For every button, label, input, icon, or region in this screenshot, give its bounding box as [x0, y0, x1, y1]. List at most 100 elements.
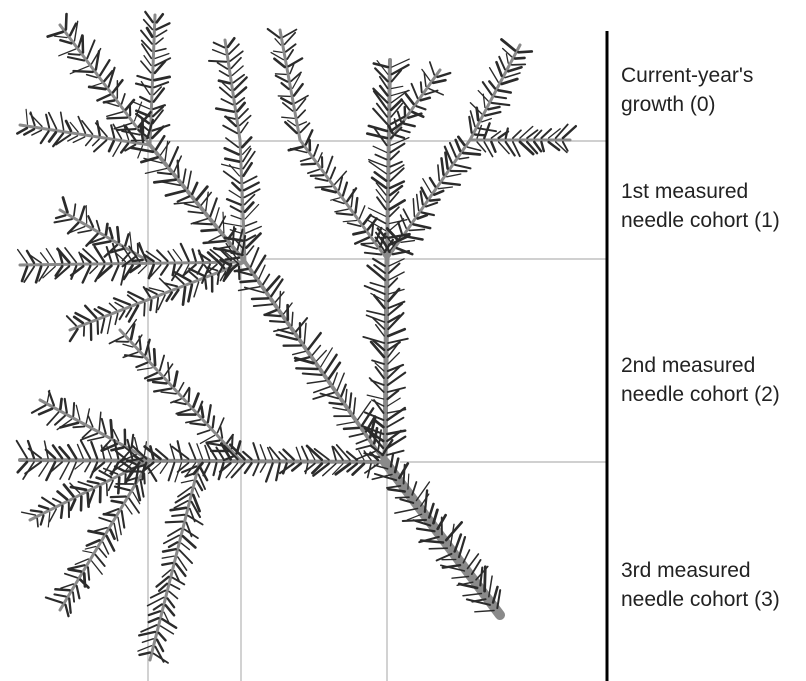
needle	[86, 206, 87, 224]
needle	[216, 448, 223, 460]
needle	[334, 200, 345, 203]
needle	[174, 402, 186, 405]
needle	[515, 58, 524, 59]
needle	[65, 574, 77, 578]
needle	[194, 394, 199, 407]
needle	[361, 243, 373, 244]
needle	[497, 62, 502, 75]
needle	[190, 423, 205, 425]
needle	[93, 139, 100, 145]
needle	[231, 215, 241, 219]
needle	[434, 510, 438, 523]
needle	[91, 83, 101, 86]
needle	[73, 403, 74, 416]
needle	[265, 310, 276, 315]
needle	[74, 204, 76, 216]
needle	[131, 148, 153, 152]
branch-stem	[470, 45, 520, 140]
needle	[226, 138, 238, 147]
needle	[459, 158, 468, 160]
needle	[231, 206, 241, 212]
needle	[66, 605, 69, 616]
needle	[41, 253, 49, 263]
needle	[193, 249, 196, 260]
needle	[373, 109, 387, 124]
needle	[493, 587, 497, 603]
needle	[26, 109, 27, 124]
needle	[149, 611, 160, 615]
needle	[156, 136, 164, 149]
needle	[207, 441, 220, 443]
needle	[322, 189, 335, 192]
needle	[430, 62, 434, 75]
needle	[360, 206, 365, 218]
needle	[61, 112, 64, 129]
needle	[103, 542, 109, 554]
needle	[175, 463, 181, 482]
needle	[463, 550, 469, 563]
needle	[88, 481, 99, 483]
needle	[425, 490, 427, 511]
needle	[372, 360, 384, 364]
needle	[502, 79, 518, 84]
needle	[275, 39, 281, 45]
needle	[259, 265, 265, 278]
needle	[39, 409, 52, 415]
needle	[166, 191, 185, 196]
needle	[68, 445, 76, 458]
needle	[365, 253, 381, 255]
needle	[403, 520, 426, 521]
needle	[302, 164, 316, 165]
needle	[32, 130, 42, 135]
needle	[197, 187, 208, 200]
needle	[299, 122, 306, 125]
needle	[186, 420, 200, 423]
needle	[104, 514, 115, 515]
needle	[374, 64, 388, 68]
needle	[181, 244, 189, 261]
needle	[157, 14, 163, 22]
needle	[246, 227, 261, 234]
needle	[111, 125, 114, 137]
needle	[219, 216, 225, 227]
needle	[163, 549, 176, 551]
needle	[490, 68, 499, 82]
needle	[396, 135, 404, 138]
needle	[181, 480, 193, 483]
needle	[144, 303, 145, 316]
needle	[330, 403, 343, 404]
needle	[162, 556, 174, 558]
needle	[468, 147, 481, 150]
needle	[66, 14, 67, 30]
needle	[251, 248, 259, 267]
needle	[107, 112, 123, 116]
needle	[356, 446, 371, 450]
needle	[76, 405, 80, 419]
needle	[18, 250, 27, 263]
needle	[179, 383, 184, 391]
needle	[110, 228, 113, 238]
needle	[46, 598, 62, 603]
needle	[97, 121, 100, 135]
needle	[367, 395, 383, 399]
needle	[73, 592, 74, 601]
needle	[388, 329, 405, 336]
needle	[78, 230, 91, 233]
needle	[230, 51, 243, 61]
needle	[376, 367, 384, 378]
needle	[409, 229, 424, 230]
needle	[96, 555, 105, 566]
needle	[294, 84, 303, 96]
needle	[304, 323, 306, 343]
needle	[289, 147, 303, 150]
needle	[232, 183, 240, 190]
needle	[229, 44, 239, 54]
needle	[154, 604, 162, 609]
needle	[111, 420, 112, 437]
needle	[260, 463, 265, 472]
needle	[22, 512, 36, 515]
needle	[430, 200, 439, 201]
needle	[83, 551, 92, 553]
needle	[195, 488, 199, 497]
needle	[244, 183, 259, 191]
